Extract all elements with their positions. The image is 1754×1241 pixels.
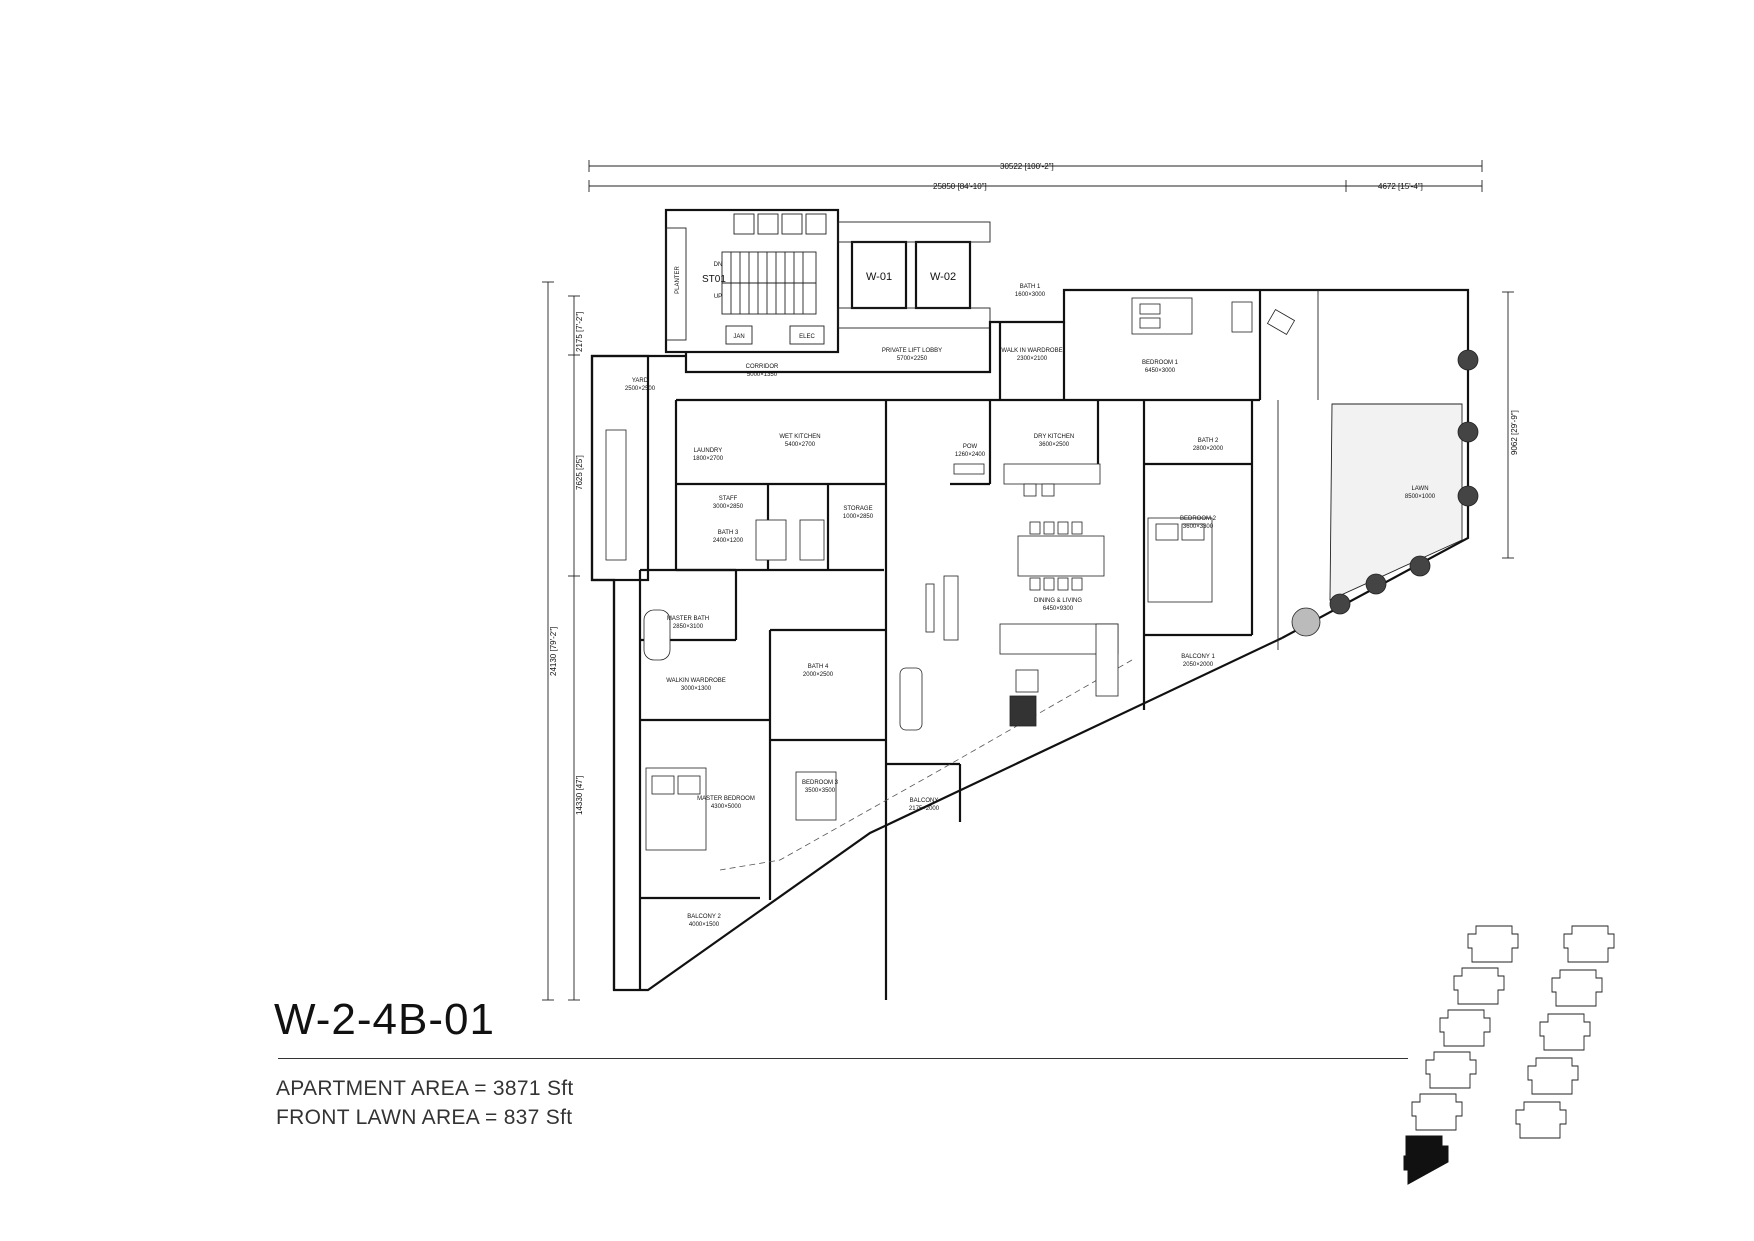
- room-staff-size: 3000×2850: [713, 504, 744, 510]
- room-bath3-name: BATH 3: [718, 530, 739, 536]
- core: PLANTER ST01 DN UP JAN ELEC W-01 W-02: [664, 208, 991, 354]
- room-lobby-name: PRIVATE LIFT LOBBY: [882, 348, 942, 354]
- room-bath2-size: 2800×2000: [1193, 446, 1224, 452]
- dim-overall-width: 30522 [100'-2"]: [1000, 162, 1054, 171]
- room-balc2-name: BALCONY 2: [687, 914, 721, 920]
- stair-treads: [730, 252, 804, 314]
- room-corridor-name: CORRIDOR: [746, 364, 779, 370]
- room-dining-name: DINING & LIVING: [1034, 598, 1082, 604]
- room-bath4-name: BATH 4: [808, 664, 829, 670]
- room-lawn-size: 8500×1000: [1405, 494, 1436, 500]
- room-lobby-size: 5700×2250: [897, 356, 928, 362]
- room-yard-name: YARD: [632, 378, 649, 384]
- room-storage-size: 1000×2850: [843, 514, 874, 520]
- apartment-area: APARTMENT AREA = 3871 Sft: [276, 1077, 574, 1100]
- room-lawn-name: LAWN: [1411, 486, 1428, 492]
- room-wiw-name: WALK IN WARDROBE: [1001, 348, 1062, 354]
- dim-width-right: 4672 [15'-4"]: [1378, 182, 1423, 191]
- room-bath3-size: 2400×1200: [713, 538, 744, 544]
- room-wiw2-name: WALKIN WARDROBE: [666, 678, 726, 684]
- room-dryk-size: 3600×2500: [1039, 442, 1070, 448]
- room-dining-size: 6450×9300: [1043, 606, 1074, 612]
- room-balc3-size: 2175×2000: [909, 806, 940, 812]
- room-balc1-name: BALCONY 1: [1181, 654, 1215, 660]
- top-dimensions: 30522 [100'-2"] 25850 [84'-10"] 4672 [15…: [588, 160, 1483, 192]
- left-dimensions: 24130 [79'-2"] 2175 [7'-2"] 7625 [25'] 1…: [542, 281, 584, 1001]
- room-bath1-size: 1600×3000: [1015, 292, 1046, 298]
- room-bed2-size: 3600×3300: [1183, 524, 1214, 530]
- room-wetk-size: 5400×2700: [785, 442, 816, 448]
- dim-left-top: 2175 [7'-2"]: [575, 312, 584, 352]
- elec-label: ELEC: [799, 334, 815, 340]
- room-mbed-size: 4300×5000: [711, 804, 742, 810]
- lift-1-label: W-01: [866, 271, 892, 283]
- furniture: [605, 297, 1296, 851]
- room-wetk-name: WET KITCHEN: [779, 434, 820, 440]
- room-bed3-size: 3500×3500: [805, 788, 836, 794]
- stair-dn: DN: [714, 262, 723, 268]
- room-dryk-name: DRY KITCHEN: [1034, 434, 1074, 440]
- room-bath1-name: BATH 1: [1020, 284, 1041, 290]
- key-plan: [1403, 925, 1615, 1185]
- room-balc1-size: 2050×2000: [1183, 662, 1214, 668]
- room-yard-size: 2500×2500: [625, 386, 656, 392]
- room-wiw2-size: 3000×1300: [681, 686, 712, 692]
- room-laundry-name: LAUNDRY: [694, 448, 723, 454]
- dim-width-left: 25850 [84'-10"]: [933, 182, 987, 191]
- room-bath4-size: 2000×2500: [803, 672, 834, 678]
- room-mbed-name: MASTER BEDROOM: [697, 796, 755, 802]
- key-plan-tower-left: [1403, 925, 1519, 1185]
- room-laundry-size: 1800×2700: [693, 456, 724, 462]
- lawn-area: [1291, 349, 1479, 637]
- dim-left-total: 24130 [79'-2"]: [549, 627, 558, 676]
- room-bed1-size: 6450×3000: [1145, 368, 1176, 374]
- room-pow-name: POW: [963, 444, 978, 450]
- stair-label: ST01: [702, 274, 726, 285]
- room-bath2-name: BATH 2: [1198, 438, 1219, 444]
- room-storage-name: STORAGE: [843, 506, 872, 512]
- room-pow-size: 1260×2400: [955, 452, 986, 458]
- room-wiw-size: 2300×2100: [1017, 356, 1048, 362]
- key-plan-tower-right: [1515, 925, 1615, 1139]
- lift-2-label: W-02: [930, 271, 956, 283]
- room-bed3-name: BEDROOM 3: [802, 780, 839, 786]
- room-staff-name: STAFF: [719, 496, 738, 502]
- room-balc2-size: 4000×1500: [689, 922, 720, 928]
- right-dimensions: 9062 [29'-9"]: [1502, 291, 1519, 559]
- room-corridor-size: 5000×1350: [747, 372, 778, 378]
- dim-left-bottom: 14330 [47']: [575, 776, 584, 815]
- interior-walls: [638, 290, 1319, 1000]
- stair-up: UP: [714, 294, 722, 300]
- unit-title: W-2-4B-01: [274, 995, 495, 1044]
- key-plan-selected-unit: [1403, 1135, 1449, 1185]
- room-labels: YARD 2500×2500 CORRIDOR 5000×1350 PRIVAT…: [625, 284, 1436, 928]
- front-lawn-area: FRONT LAWN AREA = 837 Sft: [276, 1106, 573, 1129]
- title-divider: [278, 1058, 1408, 1059]
- dim-right-lawn: 9062 [29'-9"]: [1510, 410, 1519, 455]
- room-bed1-name: BEDROOM 1: [1142, 360, 1179, 366]
- jan-label: JAN: [733, 334, 744, 340]
- dim-left-mid: 7625 [25']: [575, 455, 584, 490]
- room-mbath-size: 2850×3100: [673, 624, 704, 630]
- room-balc3-name: BALCONY: [910, 798, 939, 804]
- room-mbath-name: MASTER BATH: [667, 616, 709, 622]
- planter-label: PLANTER: [675, 266, 681, 294]
- room-bed2-name: BEDROOM 2: [1180, 516, 1217, 522]
